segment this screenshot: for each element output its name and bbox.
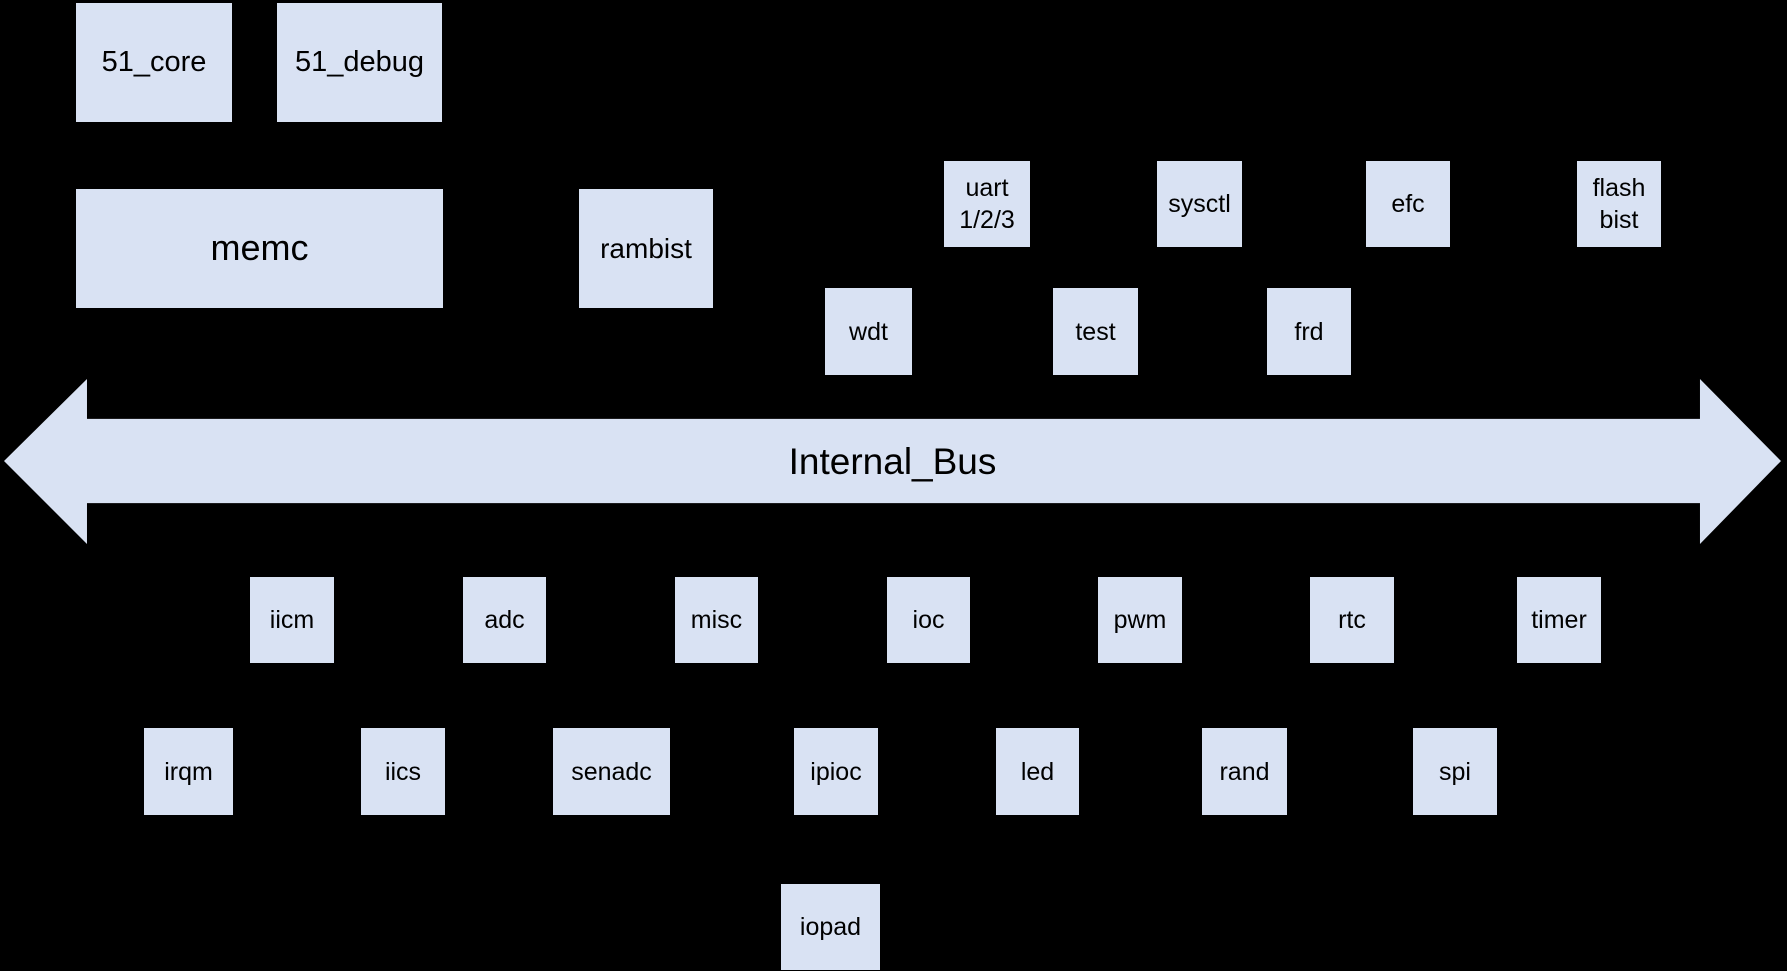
block-sysctl: sysctl [1157,161,1242,247]
block-rtc: rtc [1310,577,1394,663]
block-misc: misc [675,577,758,663]
block-iics: iics [361,728,445,815]
block-spi: spi [1413,728,1497,815]
block-efc: efc [1366,161,1450,247]
internal-bus-arrow: Internal_Bus [4,379,1781,544]
block-ioc: ioc [887,577,970,663]
block-rand: rand [1202,728,1287,815]
block-pwm: pwm [1098,577,1182,663]
block-51-core: 51_core [76,3,232,122]
block-adc: adc [463,577,546,663]
block-iicm: iicm [250,577,334,663]
block-led: led [996,728,1079,815]
block-flash-bist: flash bist [1577,161,1661,247]
block-ipioc: ipioc [794,728,878,815]
block-memc: memc [76,189,443,308]
block-irqm: irqm [144,728,233,815]
block-senadc: senadc [553,728,670,815]
block-timer: timer [1517,577,1601,663]
block-uart: uart 1/2/3 [944,161,1030,247]
block-wdt: wdt [825,288,912,375]
block-frd: frd [1267,288,1351,375]
block-iopad: iopad [781,884,880,970]
block-51-debug: 51_debug [277,3,442,122]
internal-bus-label: Internal_Bus [788,440,997,482]
block-test: test [1053,288,1138,375]
block-rambist: rambist [579,189,713,308]
